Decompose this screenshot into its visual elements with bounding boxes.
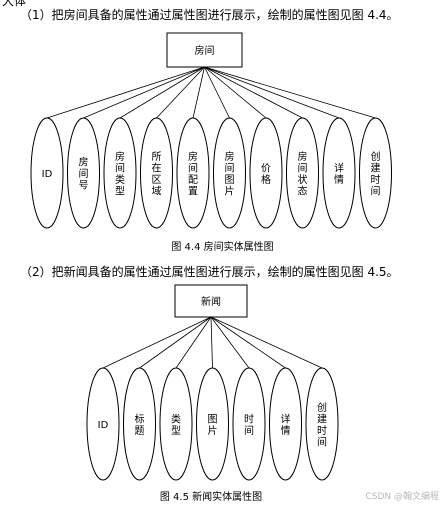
attribute-label: 房间图片 <box>225 150 235 198</box>
figure-caption-4-5: 图 4.5 新闻实体属性图 <box>159 492 263 503</box>
attribute-connector-line <box>175 316 212 369</box>
attribute-connector-line <box>210 316 286 369</box>
attribute-connector-line <box>210 316 323 369</box>
attribute-label: 创建时间 <box>371 150 381 198</box>
attribute-ellipse <box>305 367 339 481</box>
attribute-label: 图片 <box>208 413 218 437</box>
csdn-watermark: CSDN @翰文编程 <box>365 492 439 502</box>
attribute-ellipse <box>249 117 283 229</box>
attribute-label: 时间 <box>244 413 254 437</box>
attribute-label: 创建时间 <box>317 401 327 449</box>
attribute-connector-line <box>139 316 212 369</box>
attribute-connector-line <box>210 316 250 369</box>
attribute-label: ID <box>42 169 53 180</box>
attribute-ellipse <box>213 117 246 229</box>
attribute-ellipse <box>359 117 392 229</box>
attribute-label: 详情 <box>281 412 291 437</box>
attribute-connector-line <box>204 66 267 119</box>
attribute-ellipse <box>159 367 193 481</box>
attribute-ellipse <box>176 117 210 229</box>
entity-label: 房间 <box>195 44 215 57</box>
attribute-label: ID <box>98 420 109 431</box>
attribute-connector-line <box>156 66 205 119</box>
entity-box <box>166 32 243 68</box>
attribute-ellipse <box>196 367 229 481</box>
attribute-label: 房间类型 <box>115 150 125 198</box>
attribute-ellipse <box>269 367 302 481</box>
attribute-ellipse <box>103 117 137 229</box>
entity-box <box>174 284 248 318</box>
figure-caption-4-4: 图 4.4 房间实体属性图 <box>171 242 274 253</box>
attribute-label: 所在区域 <box>152 151 162 198</box>
attribute-ellipse <box>30 117 64 229</box>
entity-label: 新闻 <box>201 295 221 308</box>
attribute-ellipse <box>322 117 356 229</box>
attribute-connector-line <box>83 66 205 119</box>
attribute-connector-line <box>102 316 212 369</box>
attribute-connector-line <box>204 66 340 119</box>
attribute-ellipse <box>286 117 319 229</box>
attribute-label: 房间状态 <box>298 150 308 198</box>
attribute-label: 类型 <box>171 412 181 437</box>
attribute-ellipse <box>86 367 120 481</box>
attribute-connector-line <box>192 66 205 119</box>
attribute-connector-line <box>204 66 230 119</box>
attribute-connector-line <box>210 316 213 369</box>
attribute-label: 房间号 <box>79 156 89 192</box>
attribute-ellipse <box>232 367 266 481</box>
paragraph-room-attributes: （1）把房间具备的属性通过属性图进行展示，绘制的属性图见图 4.4。 <box>20 8 399 22</box>
top-stub-text: 大体 <box>2 0 27 8</box>
attribute-connector-line <box>46 66 205 119</box>
attribute-connector-line <box>204 66 376 119</box>
attribute-label: 房间配置 <box>188 150 198 198</box>
attribute-label: 标题 <box>135 413 145 437</box>
attribute-ellipse <box>67 117 100 229</box>
attribute-connector-line <box>204 66 303 119</box>
attribute-ellipse <box>123 367 156 481</box>
attribute-connector-line <box>119 66 205 119</box>
attribute-ellipse <box>140 117 173 229</box>
paragraph-news-attributes: （2）把新闻具备的属性通过属性图进行展示，绘制的属性图见图 4.5。 <box>20 265 399 279</box>
attribute-label: 详情 <box>334 161 344 186</box>
attribute-label: 价格 <box>261 162 271 186</box>
